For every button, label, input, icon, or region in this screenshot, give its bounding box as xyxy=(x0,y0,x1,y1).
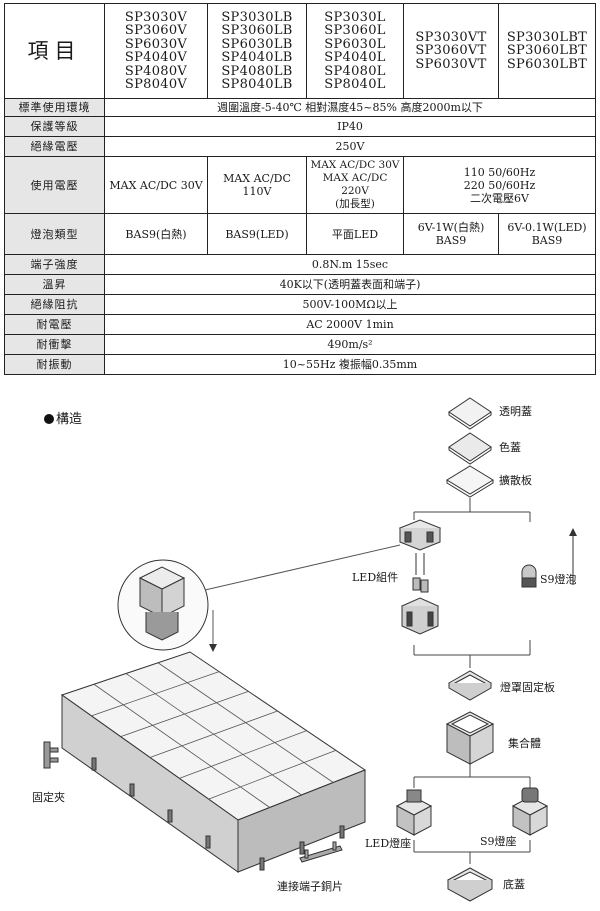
bullet-icon xyxy=(44,414,54,424)
assembly-drawing xyxy=(445,711,495,765)
structure-heading: 構造 xyxy=(44,408,82,427)
bulb-type-5: 6V-0.1W(LED)BAS9 xyxy=(498,213,596,255)
label-terminal-strength: 端子強度 xyxy=(4,254,105,275)
label-shock: 耐衝擊 xyxy=(4,334,105,355)
value-env: 週圍溫度-5-40℃ 相對濕度45~85% 高度2000m以下 xyxy=(104,98,596,117)
label-withstand-voltage: 耐電壓 xyxy=(4,314,105,335)
label-color-cover: 色蓋 xyxy=(499,441,521,454)
label-clear-cover: 透明蓋 xyxy=(499,405,532,418)
label-diffuser: 擴散板 xyxy=(499,474,532,487)
label-clip: 固定夾 xyxy=(32,791,65,804)
diffuser-drawing xyxy=(446,465,494,498)
led-module-drawing xyxy=(398,519,442,635)
item-header: 項目 xyxy=(4,3,105,99)
row-protection: 保護等級 IP40 xyxy=(4,116,596,137)
label-assembly: 集合體 xyxy=(508,737,541,750)
row-insulation-voltage: 絕緣電壓 250V xyxy=(4,136,596,157)
value-protection: IP40 xyxy=(104,116,596,137)
base-cover-drawing xyxy=(446,867,494,902)
s9-socket-drawing xyxy=(511,787,549,836)
row-vibration: 耐振動 10~55Hz 複振幅0.35mm xyxy=(4,354,596,375)
label-env: 標準使用環境 xyxy=(4,98,105,117)
terminal-copper-drawing xyxy=(299,841,343,863)
clear-cover-drawing xyxy=(448,397,492,430)
row-bulb-type: 燈泡類型 BAS9(白熱) BAS9(LED) 平面LED 6V-1W(白熱)B… xyxy=(4,213,596,255)
led-socket-drawing xyxy=(395,789,433,836)
value-shock: 490m/s² xyxy=(104,334,596,355)
label-insulation-voltage: 絕緣電壓 xyxy=(4,136,105,157)
row-insulation-resistance: 絕緣阻抗 500V-100MΩ以上 xyxy=(4,294,596,315)
value-insulation-voltage: 250V xyxy=(104,136,596,157)
row-temp-rise: 溫昇 40K以下(透明蓋表面和端子) xyxy=(4,274,596,295)
bulb-type-4: 6V-1W(白熱)BAS9 xyxy=(403,213,499,255)
bulb-type-3: 平面LED xyxy=(306,213,404,255)
label-base-cover: 底蓋 xyxy=(503,878,525,891)
zoom-detail-drawing xyxy=(117,544,401,652)
label-operating-voltage: 使用電壓 xyxy=(4,156,105,214)
operating-voltage-1: MAX AC/DC 30V xyxy=(104,156,208,214)
bulb-type-1: BAS9(白熱) xyxy=(104,213,208,255)
color-cover-drawing xyxy=(448,432,492,465)
label-protection: 保護等級 xyxy=(4,116,105,137)
label-insulation-resistance: 絕緣阻抗 xyxy=(4,294,105,315)
label-vibration: 耐振動 xyxy=(4,354,105,375)
label-led-module: LED組件 xyxy=(352,571,399,584)
label-lamp-cover-plate: 燈罩固定板 xyxy=(500,681,555,694)
label-terminal-copper: 連接端子銅片 xyxy=(277,880,343,893)
label-led-socket: LED燈座 xyxy=(365,837,412,850)
label-bulb-type: 燈泡類型 xyxy=(4,213,105,255)
connector-lines xyxy=(413,498,531,864)
operating-voltage-2: MAX AC/DC 110V xyxy=(207,156,307,214)
row-env: 標準使用環境 週圍溫度-5-40℃ 相對濕度45~85% 高度2000m以下 xyxy=(4,98,596,117)
label-s9-bulb: S9燈泡 xyxy=(540,573,577,586)
value-withstand-voltage: AC 2000V 1min xyxy=(104,314,596,335)
grid-unit-drawing xyxy=(60,651,367,873)
row-shock: 耐衝擊 490m/s² xyxy=(4,334,596,355)
structure-diagram xyxy=(43,397,577,902)
label-s9-socket: S9燈座 xyxy=(480,835,517,848)
s9-bulb-drawing xyxy=(521,528,577,588)
lamp-cover-plate-drawing xyxy=(447,670,493,701)
value-terminal-strength: 0.8N.m 15sec xyxy=(104,254,596,275)
value-vibration: 10~55Hz 複振幅0.35mm xyxy=(104,354,596,375)
bulb-type-2: BAS9(LED) xyxy=(207,213,307,255)
value-temp-rise: 40K以下(透明蓋表面和端子) xyxy=(104,274,596,295)
row-withstand-voltage: 耐電壓 AC 2000V 1min xyxy=(4,314,596,335)
row-terminal-strength: 端子強度 0.8N.m 15sec xyxy=(4,254,596,275)
value-insulation-resistance: 500V-100MΩ以上 xyxy=(104,294,596,315)
clip-drawing xyxy=(43,741,59,769)
row-operating-voltage: 使用電壓 MAX AC/DC 30V MAX AC/DC 110V MAX AC… xyxy=(4,156,596,214)
label-temp-rise: 溫昇 xyxy=(4,274,105,295)
